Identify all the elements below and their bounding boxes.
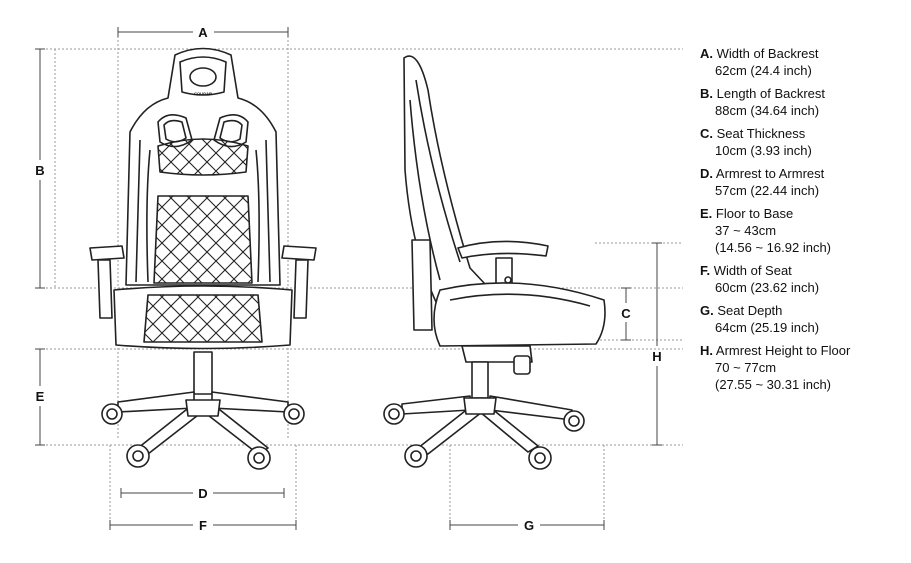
dim-label-b: B [35,163,44,178]
chair-dimension-diagram: A B E C H D F G COUGAR [35,25,683,533]
dimension-lines [35,27,662,530]
spec-title: Floor to Base [715,206,794,221]
spec-value: 60cm (23.62 inch) [715,280,820,295]
spec-letter: E. [700,206,713,221]
spec-value: 10cm (3.93 inch) [715,143,812,158]
headrest-logo-text: COUGAR [194,91,212,96]
spec-h: H. Armrest Height to Floor 70 ~ 77cm (27… [700,342,905,393]
chair-front-view: COUGAR [89,47,317,470]
dim-label-e: E [36,389,45,404]
spec-value: 57cm (22.44 inch) [715,183,820,198]
dim-label-g: G [524,518,534,533]
spec-g: G. Seat Depth 64cm (25.19 inch) [700,302,905,336]
cougar-logo-icon [189,67,217,87]
dim-label-f: F [199,518,207,533]
spec-title: Length of Backrest [716,86,826,101]
spec-c: C. Seat Thickness 10cm (3.93 inch) [700,125,905,159]
spec-value: 88cm (34.64 inch) [715,103,820,118]
spec-letter: A. [700,46,713,61]
spec-a: A. Width of Backrest 62cm (24.4 inch) [700,45,905,79]
spec-title: Seat Thickness [716,126,806,141]
spec-letter: D. [700,166,713,181]
spec-title: Width of Seat [713,263,792,278]
dim-label-d: D [198,486,207,501]
spec-value: 70 ~ 77cm (27.55 ~ 30.31 inch) [715,360,831,392]
spec-list: A. Width of Backrest 62cm (24.4 inch) B.… [700,45,905,399]
spec-title: Armrest Height to Floor [715,343,851,358]
spec-title: Seat Depth [717,303,783,318]
spec-e: E. Floor to Base 37 ~ 43cm (14.56 ~ 16.9… [700,205,905,256]
spec-b: B. Length of Backrest 88cm (34.64 inch) [700,85,905,119]
spec-letter: H. [700,343,713,358]
spec-f: F. Width of Seat 60cm (23.62 inch) [700,262,905,296]
dim-label-a: A [198,25,208,40]
spec-value: 62cm (24.4 inch) [715,63,812,78]
spec-d: D. Armrest to Armrest 57cm (22.44 inch) [700,165,905,199]
spec-letter: C. [700,126,713,141]
spec-value: 37 ~ 43cm (14.56 ~ 16.92 inch) [715,223,831,255]
spec-title: Width of Backrest [716,46,819,61]
dim-label-c: C [621,306,631,321]
spec-value: 64cm (25.19 inch) [715,320,820,335]
dim-label-h: H [652,349,661,364]
spec-letter: B. [700,86,713,101]
spec-letter: G. [700,303,714,318]
spec-title: Armrest to Armrest [715,166,825,181]
spec-letter: F. [700,263,711,278]
chair-side-view [383,55,606,470]
